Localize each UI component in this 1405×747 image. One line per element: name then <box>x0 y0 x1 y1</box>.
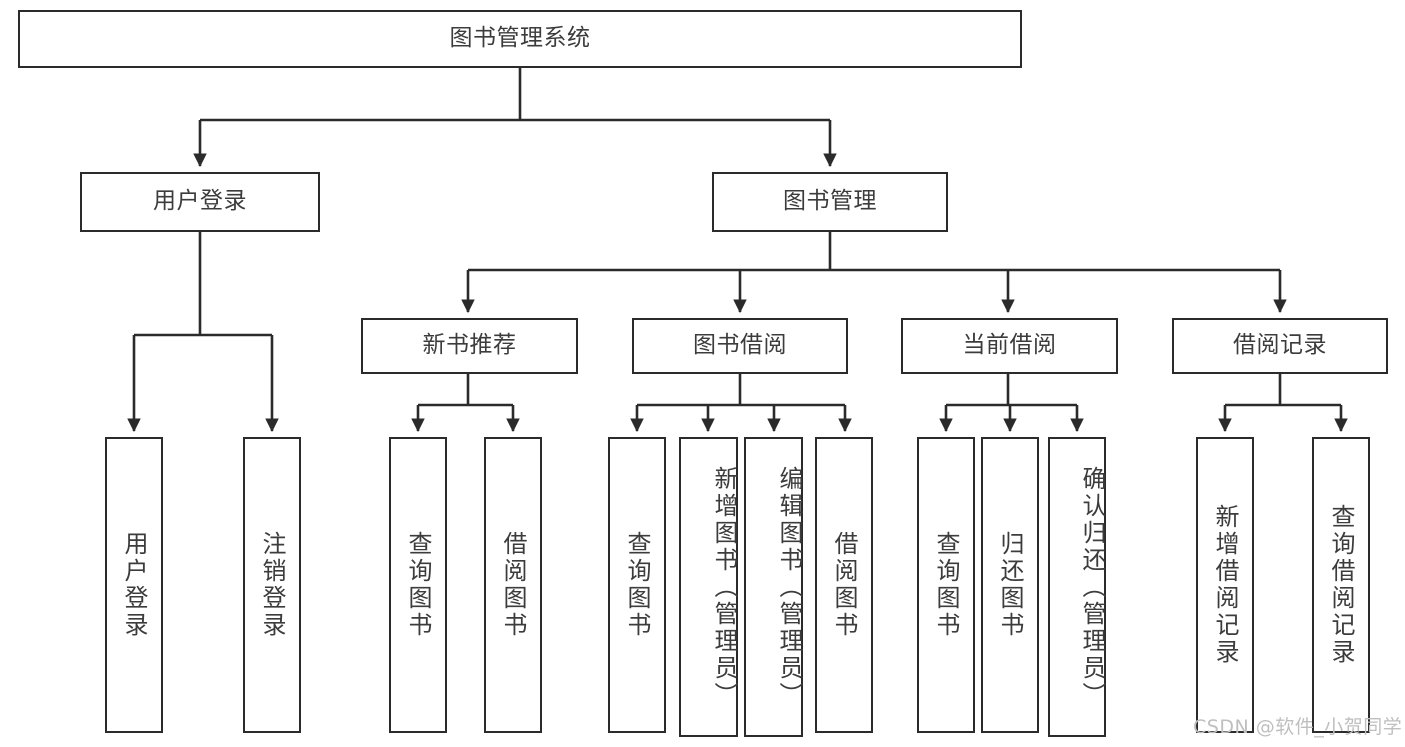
leaf-return-book-label: 归还图书 <box>996 531 1024 639</box>
leaf-query-book-1[interactable]: 查询图书 <box>389 437 447 733</box>
leaf-confirm-return-admin[interactable]: 确认归还（管理员） <box>1048 437 1106 737</box>
csdn-watermark: CSDN @软件_小贺同学 <box>1193 716 1403 738</box>
leaf-query-borrow-record[interactable]: 查询借阅记录 <box>1312 437 1370 733</box>
node-book-management-label: 图书管理 <box>783 188 877 215</box>
node-book-borrow-label: 图书借阅 <box>693 332 787 359</box>
node-root[interactable]: 图书管理系统 <box>18 10 1022 68</box>
node-new-book-recommend-label: 新书推荐 <box>422 332 517 359</box>
leaf-borrow-book-2[interactable]: 借阅图书 <box>815 437 873 733</box>
leaf-confirm-return-admin-label: 确认归还（管理员） <box>1078 465 1106 709</box>
node-book-management[interactable]: 图书管理 <box>712 172 948 232</box>
leaf-add-book-admin-label: 新增图书（管理员） <box>710 465 738 709</box>
leaf-edit-book-admin-label: 编辑图书（管理员） <box>775 465 803 709</box>
node-user-login[interactable]: 用户登录 <box>80 172 320 232</box>
leaf-return-book[interactable]: 归还图书 <box>981 437 1039 733</box>
leaf-borrow-book-1[interactable]: 借阅图书 <box>484 437 542 733</box>
leaf-query-book-3[interactable]: 查询图书 <box>917 437 975 733</box>
leaf-add-borrow-record[interactable]: 新增借阅记录 <box>1196 437 1254 733</box>
leaf-query-book-2-label: 查询图书 <box>623 531 651 639</box>
node-user-login-label: 用户登录 <box>153 188 247 215</box>
node-book-borrow[interactable]: 图书借阅 <box>632 318 848 374</box>
leaf-query-book-2[interactable]: 查询图书 <box>608 437 666 733</box>
leaf-edit-book-admin[interactable]: 编辑图书（管理员） <box>744 437 803 737</box>
node-borrow-record-label: 借阅记录 <box>1233 332 1327 359</box>
leaf-user-login[interactable]: 用户登录 <box>105 437 163 733</box>
leaf-add-book-admin[interactable]: 新增图书（管理员） <box>679 437 738 737</box>
node-new-book-recommend[interactable]: 新书推荐 <box>361 318 578 374</box>
leaf-add-borrow-record-label: 新增借阅记录 <box>1211 504 1239 666</box>
leaf-query-book-3-label: 查询图书 <box>932 531 960 639</box>
leaf-borrow-book-1-label: 借阅图书 <box>499 531 527 639</box>
leaf-logout-label: 注销登录 <box>258 531 286 639</box>
leaf-user-login-label: 用户登录 <box>120 531 148 639</box>
leaf-logout[interactable]: 注销登录 <box>243 437 301 733</box>
leaf-query-borrow-record-label: 查询借阅记录 <box>1327 504 1355 666</box>
node-root-label: 图书管理系统 <box>449 25 591 52</box>
node-current-borrow-label: 当前借阅 <box>962 332 1057 359</box>
leaf-query-book-1-label: 查询图书 <box>404 531 432 639</box>
leaf-borrow-book-2-label: 借阅图书 <box>830 531 858 639</box>
node-borrow-record[interactable]: 借阅记录 <box>1172 318 1388 374</box>
node-current-borrow[interactable]: 当前借阅 <box>901 318 1118 374</box>
